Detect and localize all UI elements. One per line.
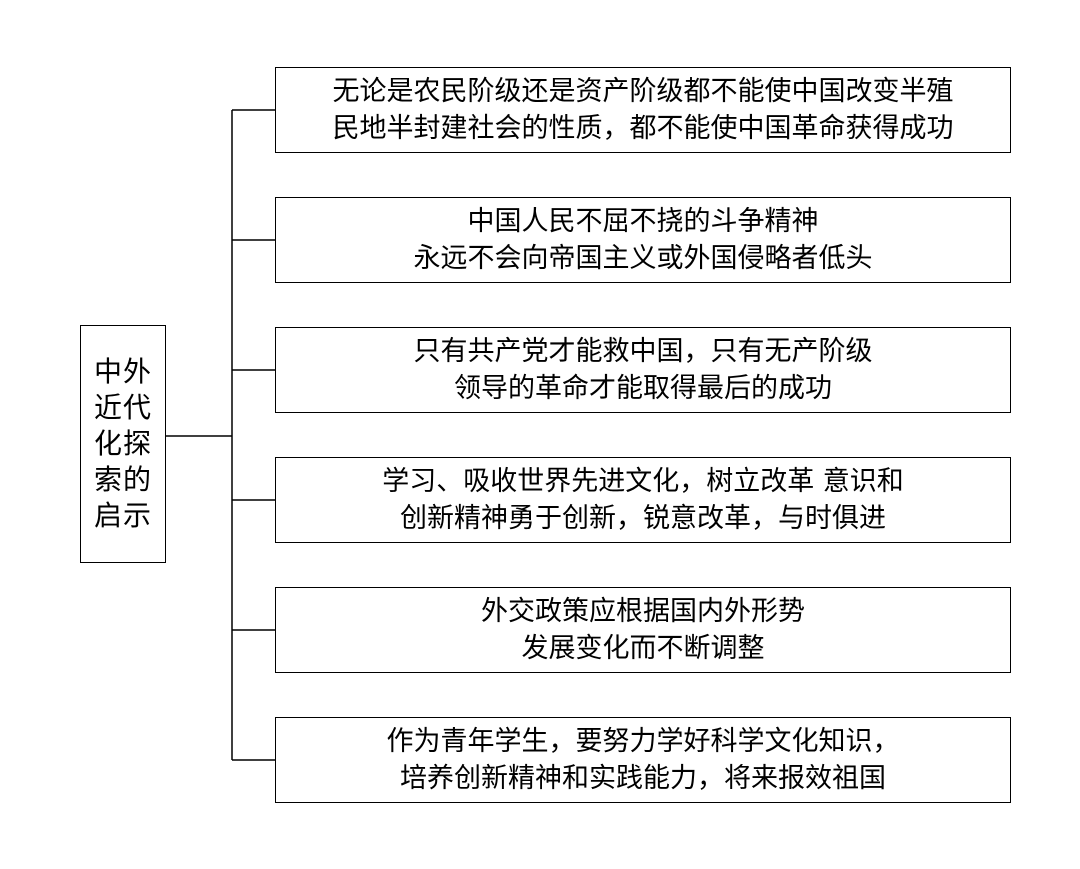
branch-node-5: 外交政策应根据国内外形势 发展变化而不断调整: [275, 587, 1011, 673]
branch-line-2: 创新精神勇于创新，锐意改革，与时俱进: [400, 503, 886, 534]
branch-node-6: 作为青年学生，要努力学好科学文化知识， 培养创新精神和实践能力，将来报效祖国: [275, 717, 1011, 803]
root-label: 中外 近代 化探 索的 启示: [93, 355, 152, 532]
branch-line-2: 培养创新精神和实践能力，将来报效祖国: [400, 763, 886, 794]
branch-node-4: 学习、吸收世界先进文化，树立改革 意识和 创新精神勇于创新，锐意改革，与时俱进: [275, 457, 1011, 543]
branch-line-1: 作为青年学生，要努力学好科学文化知识，: [386, 726, 900, 757]
branch-line-2: 发展变化而不断调整: [521, 633, 765, 664]
branch-line-2: 领导的革命才能取得最后的成功: [454, 373, 832, 404]
branch-line-1: 只有共产党才能救中国，只有无产阶级: [413, 336, 873, 367]
branch-line-2: 永远不会向帝国主义或外国侵略者低头: [413, 243, 873, 274]
branch-line-1: 学习、吸收世界先进文化，树立改革 意识和: [382, 466, 904, 497]
branch-node-3: 只有共产党才能救中国，只有无产阶级 领导的革命才能取得最后的成功: [275, 327, 1011, 413]
root-node: 中外 近代 化探 索的 启示: [80, 325, 166, 563]
branch-line-1: 无论是农民阶级还是资产阶级都不能使中国改变半殖: [332, 76, 954, 107]
branch-node-1: 无论是农民阶级还是资产阶级都不能使中国改变半殖 民地半封建社会的性质，都不能使中…: [275, 67, 1011, 153]
branch-line-1: 中国人民不屈不挠的斗争精神: [467, 206, 819, 237]
branch-line-2: 民地半封建社会的性质，都不能使中国革命获得成功: [332, 113, 954, 144]
branch-line-1: 外交政策应根据国内外形势: [481, 596, 805, 627]
branch-node-2: 中国人民不屈不挠的斗争精神 永远不会向帝国主义或外国侵略者低头: [275, 197, 1011, 283]
